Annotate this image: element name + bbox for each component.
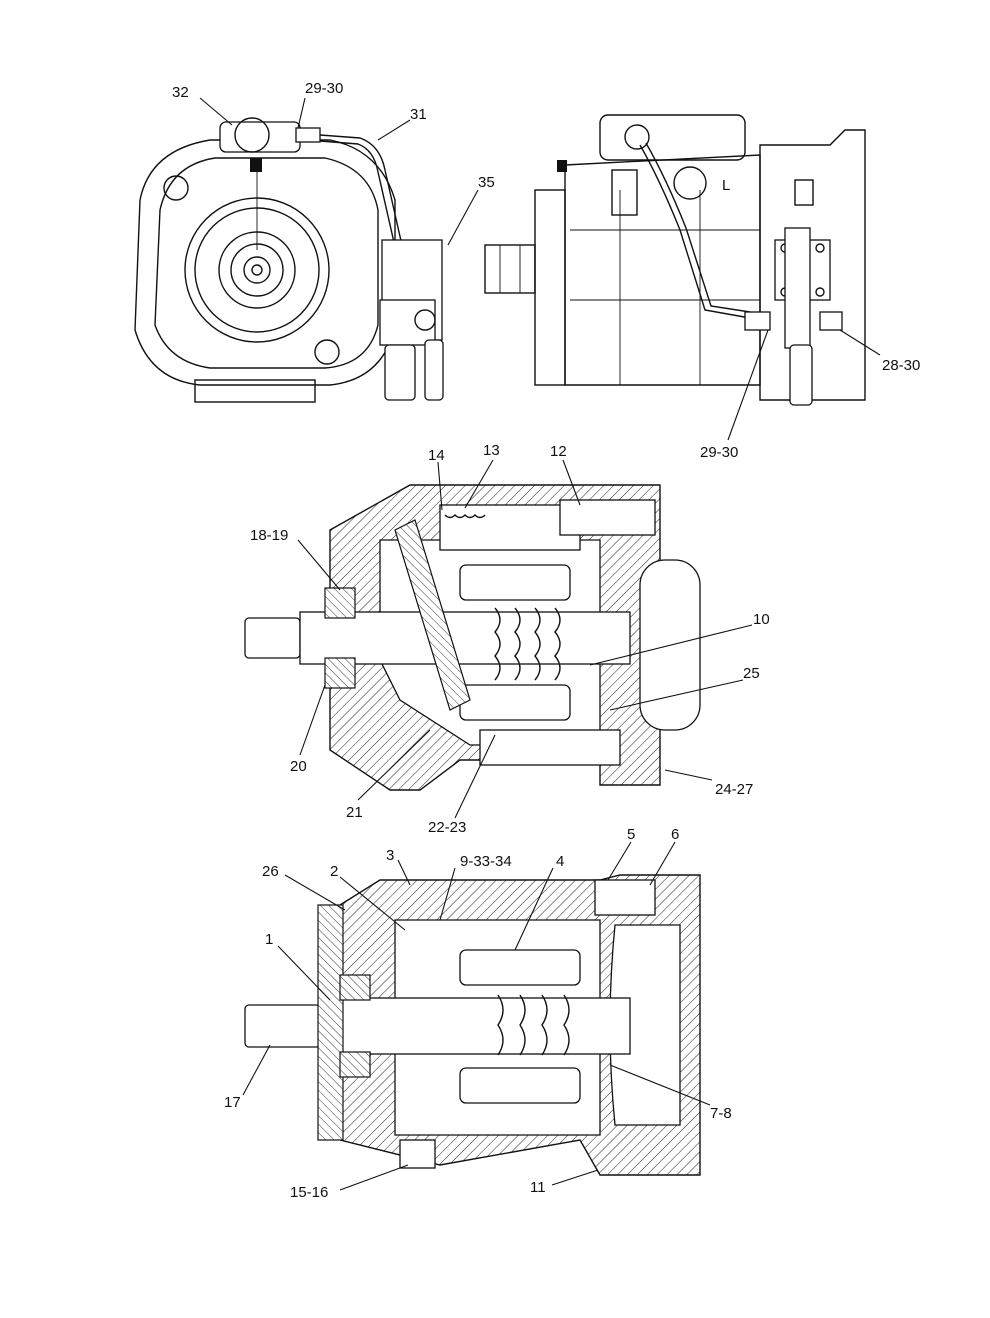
label-29-30-top: 29-30	[305, 80, 343, 97]
label-10: 10	[753, 611, 770, 628]
label-21: 21	[346, 804, 363, 821]
label-3: 3	[386, 847, 394, 864]
section-view-2	[244, 874, 701, 1176]
label-25: 25	[743, 665, 760, 682]
label-26: 26	[262, 863, 279, 880]
label-14: 14	[428, 447, 445, 464]
label-22-23: 22-23	[428, 819, 466, 836]
label-24-27: 24-27	[715, 781, 753, 798]
label-12: 12	[550, 443, 567, 460]
label-6: 6	[671, 826, 679, 843]
label-7-8: 7-8	[710, 1105, 732, 1122]
label-4: 4	[556, 853, 564, 870]
label-9-33-34: 9-33-34	[460, 853, 512, 870]
label-29-30-side: 29-30	[700, 444, 738, 461]
label-35: 35	[478, 174, 495, 191]
label-17: 17	[224, 1094, 241, 1111]
label-32: 32	[172, 84, 189, 101]
label-11: 11	[530, 1179, 546, 1196]
label-15-16: 15-16	[290, 1184, 328, 1201]
port-mark-l: L	[722, 177, 730, 194]
side-view	[484, 114, 866, 406]
label-5: 5	[627, 826, 635, 843]
label-20: 20	[290, 758, 307, 775]
leader-lines	[199, 97, 881, 1191]
label-1: 1	[265, 931, 273, 948]
front-view	[134, 117, 444, 403]
label-28-30: 28-30	[882, 357, 920, 374]
label-2: 2	[330, 863, 338, 880]
label-31: 31	[410, 106, 427, 123]
label-18-19: 18-19	[250, 527, 288, 544]
label-13: 13	[483, 442, 500, 459]
section-view-1	[244, 484, 701, 791]
